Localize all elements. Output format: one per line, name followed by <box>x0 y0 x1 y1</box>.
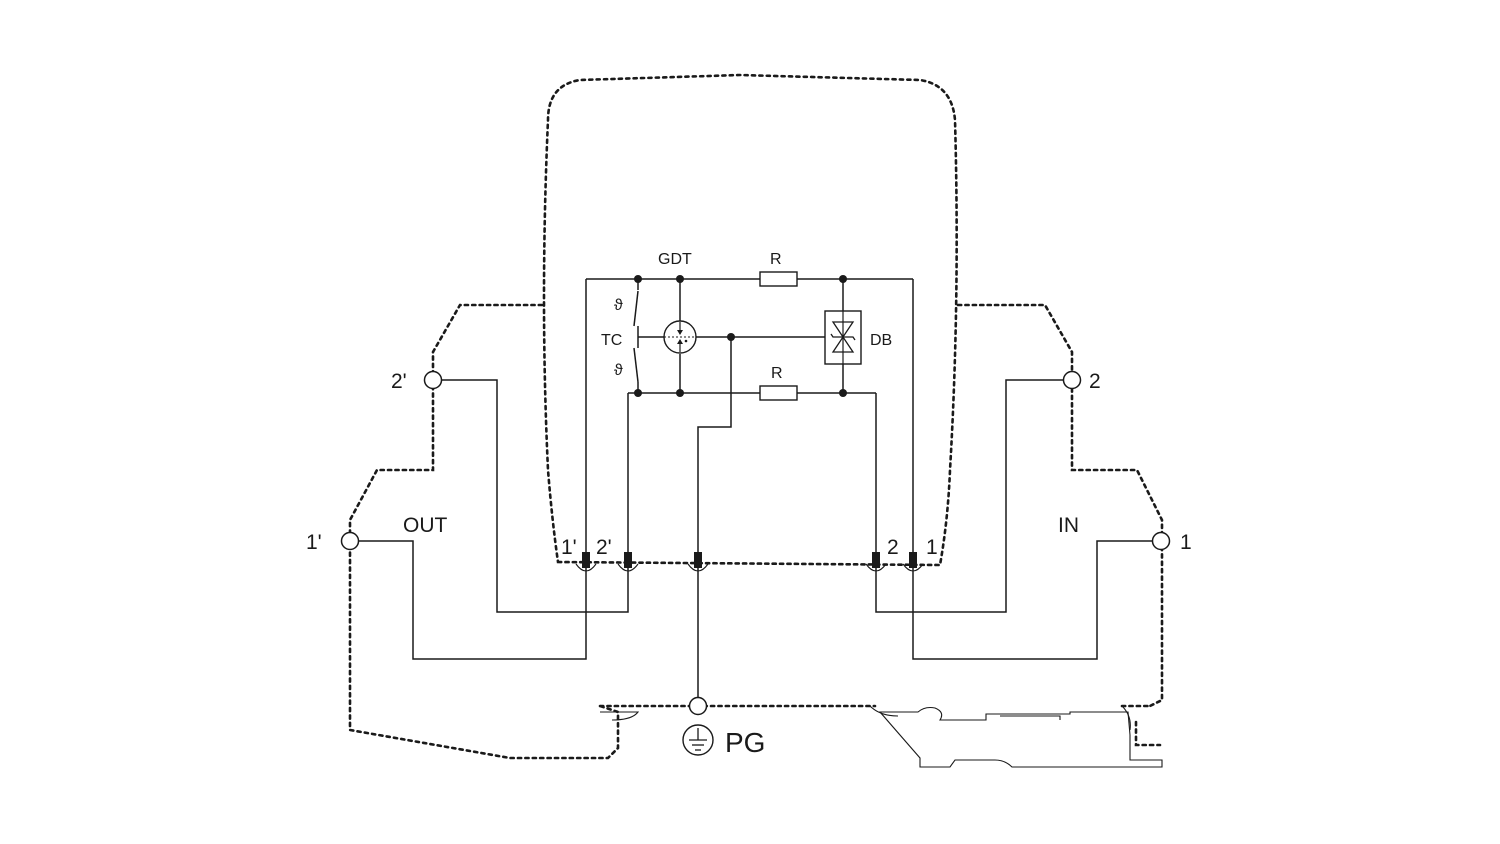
label-in: IN <box>1058 514 1079 537</box>
label-theta-top: ϑ <box>614 297 623 314</box>
wire-out-2p <box>441 379 629 613</box>
label-pin-2p: 2' <box>596 536 612 559</box>
label-pin-1p: 1' <box>561 536 577 559</box>
label-r-top: R <box>770 251 782 268</box>
label-terminal-2: 2 <box>1089 370 1101 393</box>
wire-in-2 <box>875 379 1063 613</box>
tc-switch-top-blade <box>633 290 639 327</box>
label-terminal-2p: 2' <box>391 370 407 393</box>
tc-switch-bottom-blade <box>633 347 639 383</box>
base-bottom-right-outline <box>1120 704 1162 747</box>
right-base-outline <box>956 303 1164 708</box>
label-terminal-1: 1 <box>1180 531 1192 554</box>
din-rail-clip-inner <box>869 705 1131 731</box>
label-out: OUT <box>403 514 448 537</box>
terminal-1p <box>340 531 360 551</box>
junction-nodes <box>634 275 847 397</box>
din-rail-clip-left <box>600 711 640 721</box>
label-gdt: GDT <box>658 251 692 268</box>
label-tc: TC <box>601 332 622 349</box>
din-rail-clip <box>878 706 1163 768</box>
label-r-bottom: R <box>771 365 783 382</box>
pg-internal-wire <box>697 337 732 556</box>
terminal-2 <box>1062 370 1082 390</box>
wire-out-1p <box>358 540 587 660</box>
db-diode-symbol <box>824 310 862 365</box>
terminal-2p <box>423 370 443 390</box>
label-pg: PG <box>725 727 765 758</box>
label-db: DB <box>870 332 892 349</box>
label-pin-1: 1 <box>926 536 938 559</box>
left-base-outline <box>348 303 620 760</box>
label-theta-bottom: ϑ <box>614 362 623 379</box>
label-terminal-1p: 1' <box>306 531 322 554</box>
resistor-top <box>759 271 798 287</box>
gdt-symbol <box>663 320 697 354</box>
wire-in-1 <box>912 540 1152 660</box>
label-pin-2: 2 <box>887 536 899 559</box>
resistor-bottom <box>759 385 798 401</box>
terminal-pg <box>688 696 708 716</box>
plug-module-outline <box>542 73 958 567</box>
terminal-1 <box>1151 531 1171 551</box>
ground-icon <box>682 724 714 756</box>
